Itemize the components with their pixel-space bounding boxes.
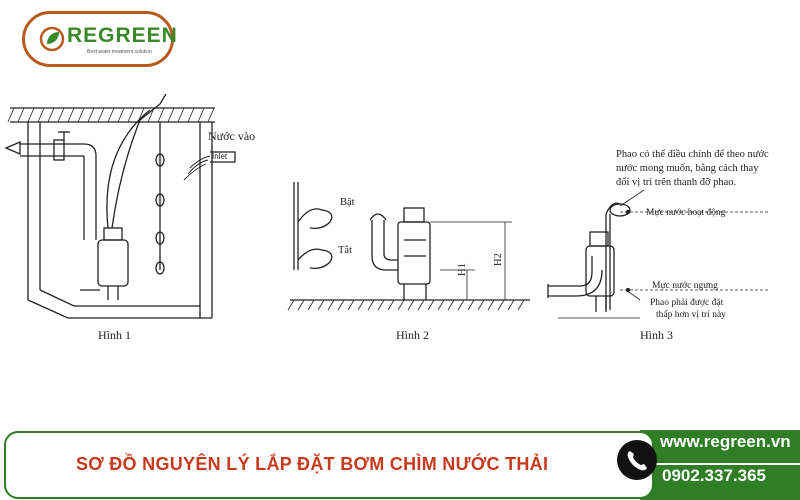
brand-logo: REGREEN Best water treatment solution	[22, 11, 177, 67]
figure1-inlet-label: Nước vào	[208, 129, 256, 143]
figure2-caption: Hình 2	[396, 328, 429, 342]
figure2-h2-label: H2	[493, 253, 504, 266]
figure3-low-level: Mực nước ngưng	[652, 281, 718, 291]
figure3-note-line-3: đổi vị trí trên thanh đỡ phao.	[616, 177, 737, 188]
title-banner: SƠ ĐỒ NGUYÊN LÝ LẮP ĐẶT BƠM CHÌM NƯỚC TH…	[4, 431, 654, 499]
figure1-caption: Hình 1	[98, 328, 131, 342]
logo-tagline: Best water treatment solution	[87, 49, 152, 55]
figure2-on-label: Bật	[340, 197, 355, 208]
figure3-float-note-1: Phao phải được đặt	[650, 298, 724, 308]
logo-wordmark: REGREEN	[67, 24, 178, 47]
phone-icon	[617, 440, 657, 480]
figure3-high-level: Mực nước hoạt động	[646, 208, 726, 218]
figure1-drawing	[4, 93, 236, 319]
figure2-h1-label: H1	[457, 263, 468, 276]
figure3-note-line-2: nước mong muốn, bằng cách thay	[616, 163, 759, 174]
phone-number[interactable]: 0902.337.365	[662, 466, 766, 485]
leaf-icon	[39, 26, 65, 52]
figure3-drawing	[547, 189, 770, 319]
page-title: SƠ ĐỒ NGUYÊN LÝ LẮP ĐẶT BƠM CHÌM NƯỚC TH…	[76, 454, 549, 474]
figure3-caption: Hình 3	[640, 328, 673, 342]
figure2-off-label: Tắt	[338, 245, 352, 256]
figure3-float-note-2: thấp hơn vị trí này	[656, 310, 726, 320]
figure1-inlet-tag: Inlet	[212, 152, 228, 161]
figure3-note-line-1: Phao có thể điều chỉnh để theo nước	[616, 149, 769, 160]
website-link[interactable]: www.regreen.vn	[660, 432, 791, 451]
figure2-drawing	[287, 182, 530, 311]
